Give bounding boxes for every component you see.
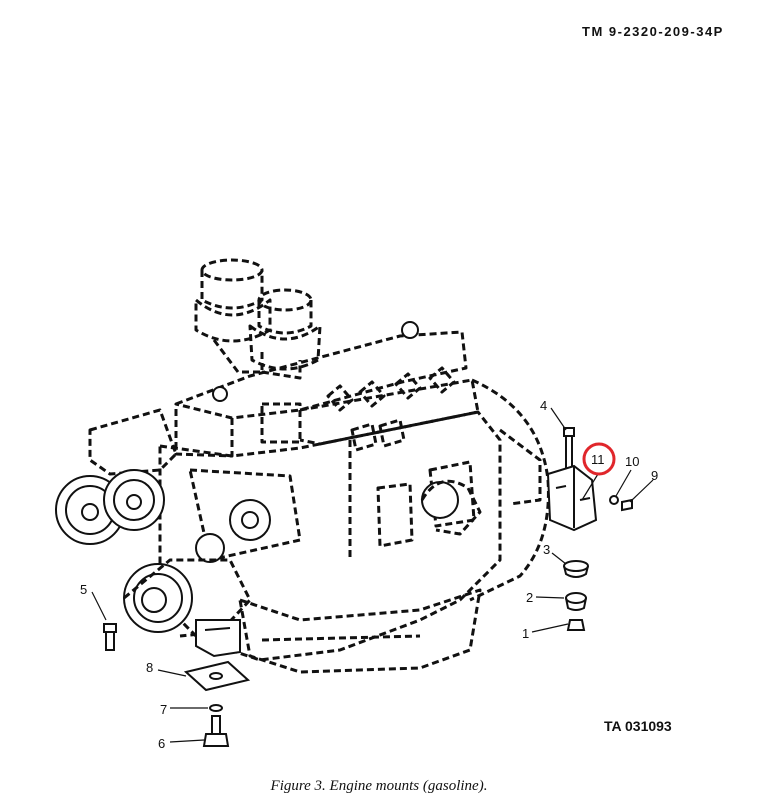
callout-labels: 1 2 3 4 5 6 7 8 9 10 11 <box>80 398 658 751</box>
mount-plate-8 <box>183 660 251 692</box>
leader-lines <box>91 407 654 743</box>
figure-caption: Figure 3. Engine mounts (gasoline). <box>270 778 488 794</box>
callout-9: 9 <box>651 468 658 483</box>
callout-4: 4 <box>540 398 547 413</box>
tm-number: TM 9-2320-209-34P <box>582 24 724 39</box>
callout-1: 1 <box>522 626 529 641</box>
cushion-2 <box>565 592 587 611</box>
callout-7: 7 <box>160 702 167 717</box>
nut-1 <box>566 619 586 631</box>
washer-10 <box>609 495 619 505</box>
callout-8: 8 <box>146 660 153 675</box>
bracket-11 <box>546 464 598 532</box>
callout-2: 2 <box>526 590 533 605</box>
callout-11: 11 <box>591 452 605 467</box>
bolt-6 <box>202 715 230 747</box>
nut-9 <box>621 498 633 512</box>
front-mount-bracket <box>195 619 241 658</box>
bolt-5 <box>103 623 117 651</box>
ta-number: TA 031093 <box>604 718 672 734</box>
cushion-3 <box>563 560 589 578</box>
callout-10: 10 <box>625 454 639 469</box>
washer-7 <box>209 704 223 712</box>
callout-11-highlight-ring <box>582 442 616 476</box>
callout-5: 5 <box>80 582 87 597</box>
callout-3: 3 <box>543 542 550 557</box>
callout-6: 6 <box>158 736 165 751</box>
engine-assembly <box>55 258 550 674</box>
